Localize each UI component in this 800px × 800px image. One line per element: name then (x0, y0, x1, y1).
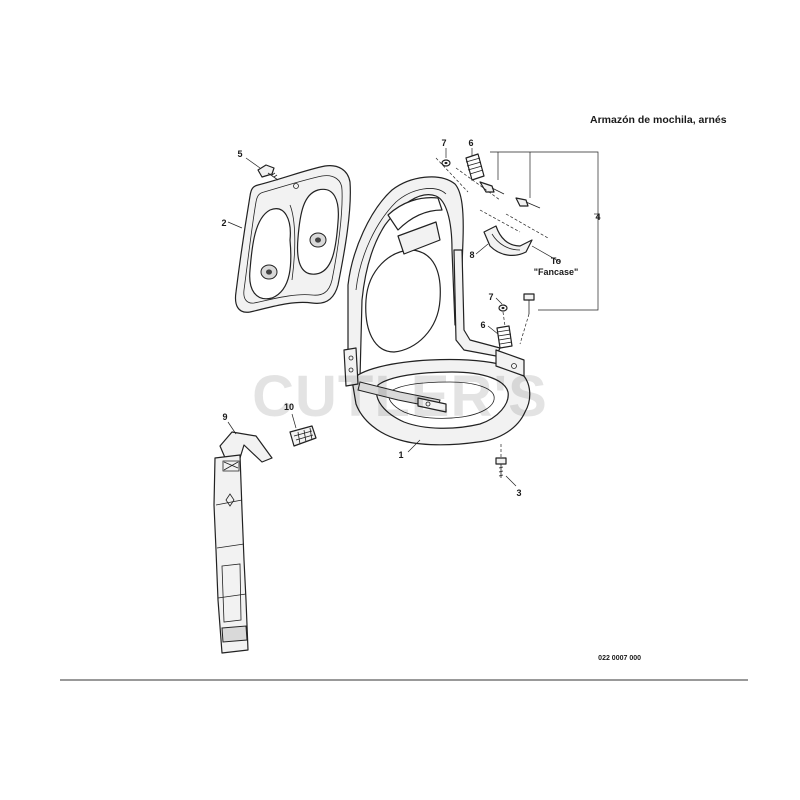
callout-7-top: 7 (441, 138, 446, 148)
back-pad (234, 165, 351, 313)
bolts-top (479, 181, 541, 209)
drawing-code: 022 0007 000 (598, 655, 641, 662)
callout-6-top: 6 (468, 138, 473, 148)
harness-strap (213, 431, 273, 654)
spring-lower (496, 325, 513, 349)
assembly-guides (435, 157, 549, 458)
callout-7-lower: 7 (488, 292, 493, 302)
buckle (289, 425, 317, 447)
spring-top (465, 153, 485, 181)
callout-2: 2 (221, 218, 226, 228)
callout-5: 3 (516, 488, 521, 498)
callout-6-lower: 6 (480, 320, 485, 330)
note-to: To (551, 256, 562, 266)
bolt-lower (523, 293, 535, 314)
leader-lines (227, 148, 599, 487)
callout-8: 8 (469, 250, 474, 260)
diagram-title: Armazón de mochila, arnés (590, 114, 727, 126)
washer-lower (498, 304, 508, 312)
callout-1: 1 (398, 450, 403, 460)
callout-3: 5 (237, 149, 242, 159)
callouts: 5 2 7 6 4 8 7 6 1 3 9 10 (221, 138, 600, 498)
callout-10: 10 (284, 402, 294, 412)
clamp-bracket (483, 225, 533, 256)
bolt-part-5 (495, 457, 507, 478)
callout-4: 4 (595, 212, 600, 222)
screw-part-3 (257, 164, 279, 181)
note-fancase: "Fancase" (534, 267, 579, 277)
washer-top (441, 159, 451, 167)
watermark: CUTLER'S (252, 364, 548, 429)
callout-9: 9 (222, 412, 227, 422)
backpack-frame (343, 176, 531, 446)
